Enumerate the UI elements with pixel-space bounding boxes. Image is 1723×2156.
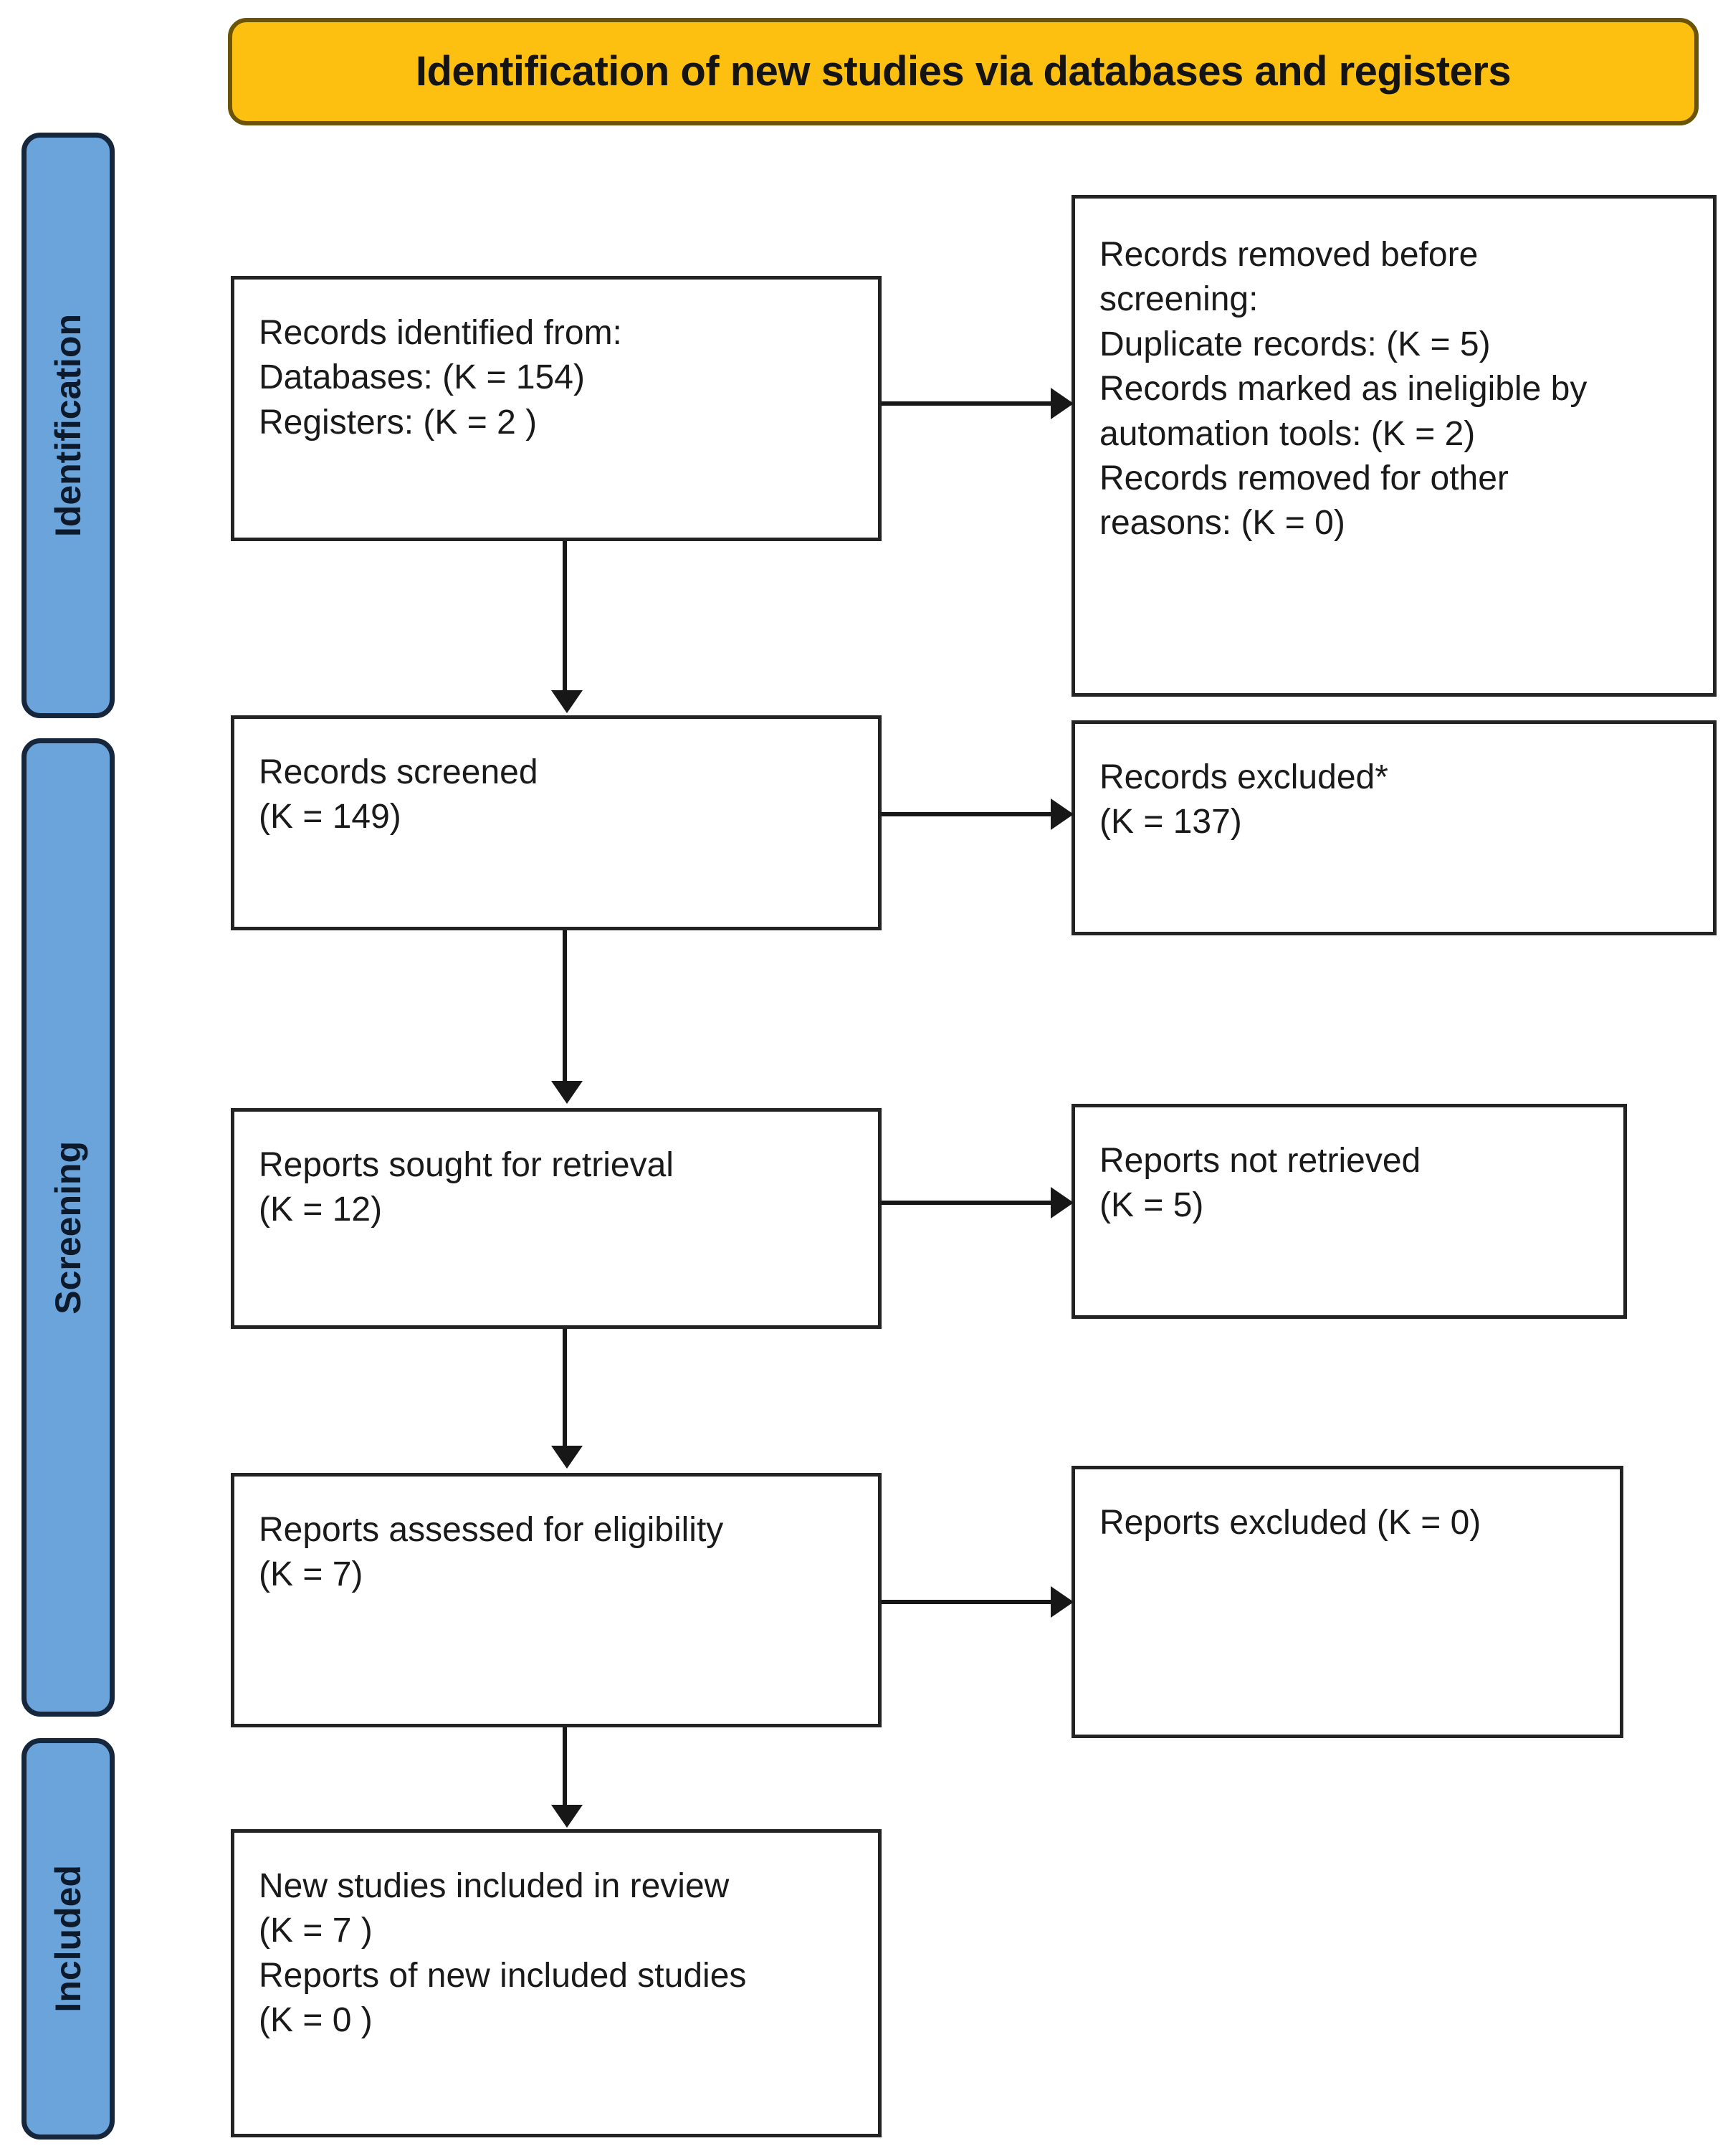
box-line: Reports sought for retrieval [259, 1146, 674, 1184]
connector-screened-to-excluded [882, 812, 1054, 816]
connector-screened-to-sought [563, 930, 567, 1082]
box-line: Records identified from: [259, 314, 622, 352]
box-reports-excluded: Reports excluded (K = 0) [1071, 1466, 1623, 1738]
stage-label-included: Included [48, 1865, 88, 2013]
box-line: automation tools: (K = 2) [1099, 414, 1476, 453]
stage-band-included: Included [22, 1738, 115, 2140]
box-reports-assessed-for-eligibility: Reports assessed for eligibility (K = 7) [231, 1473, 882, 1727]
box-line: Registers: (K = 2 ) [259, 403, 538, 442]
connector-identified-to-screened [563, 541, 567, 692]
box-line: (K = 5) [1099, 1186, 1204, 1225]
box-line: Databases: (K = 154) [259, 358, 585, 397]
stage-band-identification: Identification [22, 133, 115, 718]
diagram-header-banner: Identification of new studies via databa… [228, 18, 1699, 125]
box-line: (K = 12) [259, 1191, 383, 1229]
connector-identified-to-removed [882, 401, 1054, 406]
box-line: Duplicate records: (K = 5) [1099, 325, 1491, 363]
box-line: Reports excluded (K = 0) [1099, 1504, 1481, 1542]
arrow-head-screened-to-sought [551, 1081, 583, 1104]
box-line: reasons: (K = 0) [1099, 504, 1345, 543]
connector-sought-to-assessed [563, 1329, 567, 1447]
arrow-head-sought-to-assessed [551, 1446, 583, 1469]
box-records-excluded: Records excluded* (K = 137) [1071, 720, 1717, 935]
arrow-head-identified-to-screened [551, 690, 583, 713]
box-line: Reports not retrieved [1099, 1142, 1421, 1180]
box-records-screened: Records screened (K = 149) [231, 715, 882, 930]
box-line: (K = 7) [259, 1555, 363, 1594]
box-records-removed-before-screening: Records removed before screening: Duplic… [1071, 195, 1717, 697]
box-line: Records excluded* [1099, 758, 1388, 796]
arrow-head-assessed-to-excludedreports [1051, 1586, 1074, 1618]
connector-assessed-to-excludedreports [882, 1600, 1054, 1604]
box-new-studies-included-in-review: New studies included in review (K = 7 ) … [231, 1829, 882, 2137]
arrow-head-identified-to-removed [1051, 388, 1074, 419]
box-reports-sought-for-retrieval: Reports sought for retrieval (K = 12) [231, 1108, 882, 1329]
diagram-title: Identification of new studies via databa… [415, 48, 1512, 95]
arrow-head-screened-to-excluded [1051, 798, 1074, 830]
box-line: Records removed before [1099, 236, 1479, 274]
box-line: Records screened [259, 753, 538, 791]
box-line: screening: [1099, 280, 1259, 319]
stage-label-screening: Screening [48, 1140, 88, 1315]
connector-sought-to-notretrieved [882, 1201, 1054, 1205]
box-line: (K = 149) [259, 798, 401, 836]
box-line: Records marked as ineligible by [1099, 370, 1588, 409]
stage-label-identification: Identification [48, 313, 88, 538]
box-line: (K = 7 ) [259, 1912, 373, 1950]
box-line: Reports assessed for eligibility [259, 1511, 724, 1549]
box-reports-not-retrieved: Reports not retrieved (K = 5) [1071, 1104, 1627, 1319]
arrow-head-sought-to-notretrieved [1051, 1187, 1074, 1218]
box-line: Records removed for other [1099, 459, 1509, 497]
connector-assessed-to-included [563, 1727, 567, 1806]
arrow-head-assessed-to-included [551, 1805, 583, 1828]
box-line: Reports of new included studies [259, 1956, 747, 1995]
box-line: New studies included in review [259, 1867, 730, 1905]
box-line: (K = 0 ) [259, 2001, 373, 2040]
box-line: (K = 137) [1099, 803, 1242, 841]
box-records-identified: Records identified from: Databases: (K =… [231, 276, 882, 541]
stage-band-screening: Screening [22, 738, 115, 1717]
